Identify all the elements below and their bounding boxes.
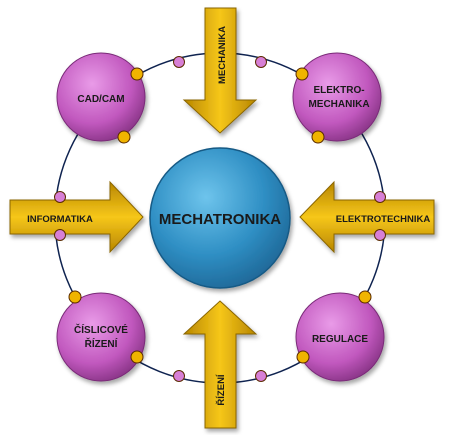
connector-dot (255, 56, 267, 68)
node-regulace-label: REGULACE (312, 334, 368, 345)
arrow-elektrotechnika (299, 180, 435, 254)
center-node (149, 147, 291, 289)
node-ciselnicove-label-1: ČÍSLICOVÉ (74, 323, 128, 336)
arrow-elektrotechnika-label: ELEKTROTECHNIKA (336, 214, 431, 225)
arrow-rizeni-label: ŘÍZENÍ (215, 374, 227, 406)
node-cad-cam-label: CAD/CAM (77, 94, 124, 105)
node-elektromechanika-label-1: ELEKTRO- (313, 85, 364, 96)
connector-dot (295, 67, 309, 81)
connector-dot (296, 350, 310, 364)
node-elektromechanika (292, 52, 382, 142)
connector-dot (173, 56, 185, 68)
connector-dot (117, 130, 131, 144)
center-label: MECHATRONIKA (159, 211, 281, 228)
connector-dot (68, 290, 82, 304)
node-regulace (295, 292, 385, 382)
arrow-mechanika (182, 7, 258, 134)
node-cad-cam (56, 52, 146, 142)
connector-dot (358, 290, 372, 304)
ring-connectors (54, 56, 386, 382)
connector-dot (374, 191, 386, 203)
connector-dot (255, 370, 267, 382)
connector-dot (54, 229, 66, 241)
arrow-mechanika-label: MECHANIKA (217, 26, 228, 84)
connector-dot (311, 130, 325, 144)
node-elektromechanika-label-2: MECHANIKA (308, 99, 369, 110)
connector-dot (374, 229, 386, 241)
arrow-rizeni (182, 300, 258, 429)
connector-dot (130, 67, 144, 81)
node-ciselnicove-label-2: ŘÍZENÍ (85, 337, 118, 350)
connector-dot (130, 350, 144, 364)
node-ciselnicove-rizeni (56, 292, 146, 382)
arrow-informatika (9, 180, 144, 254)
arrow-informatika-label: INFORMATIKA (27, 214, 93, 225)
connector-dot (173, 370, 185, 382)
connector-dot (54, 191, 66, 203)
